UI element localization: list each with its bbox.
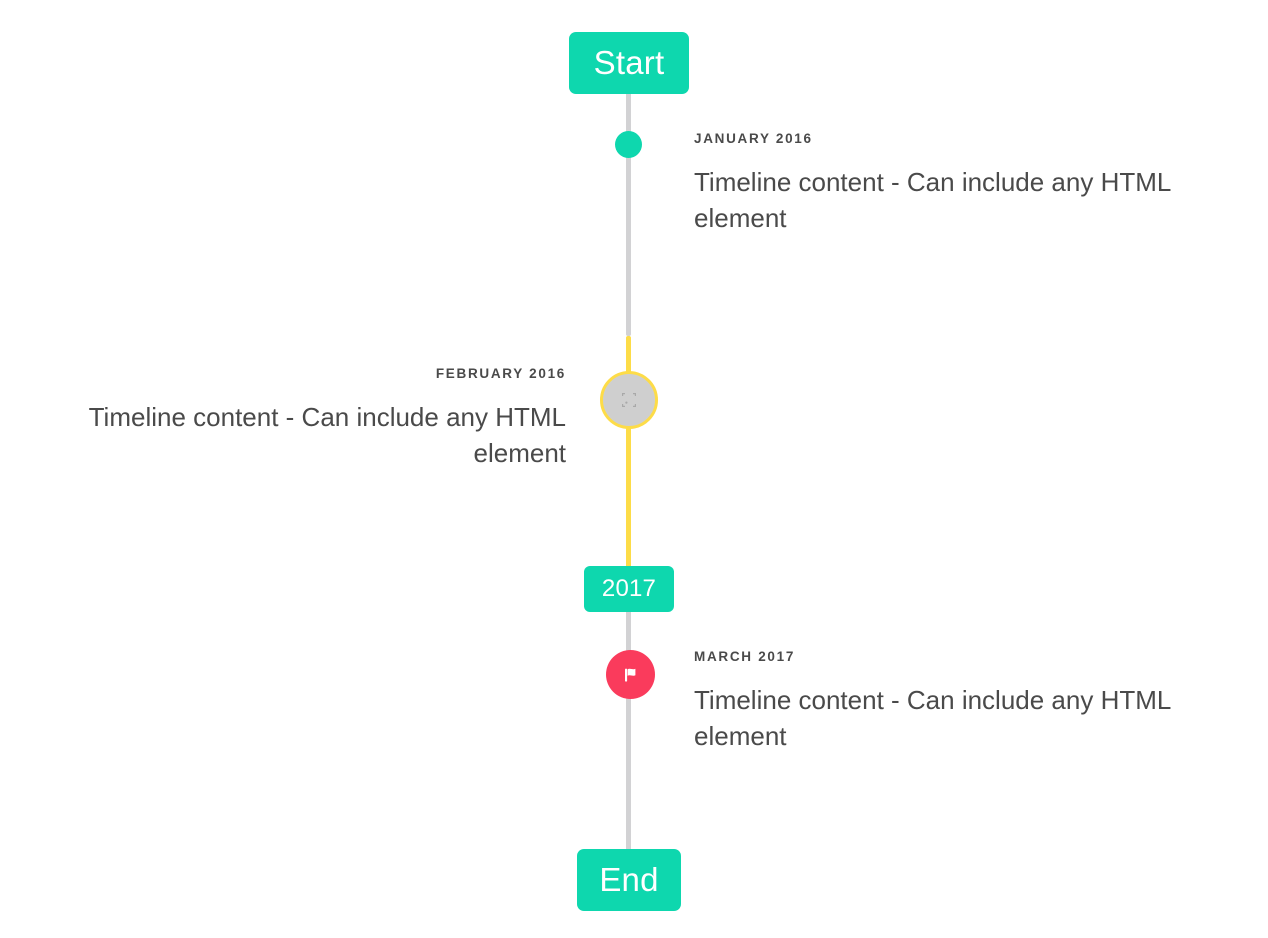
timeline-event-january: JANUARY 2016 Timeline content - Can incl… [694,131,1224,237]
timeline-end-badge[interactable]: End [577,849,681,911]
timeline-start-badge[interactable]: Start [569,32,689,94]
timeline-line-segment-highlighted [626,336,631,568]
timeline-line-segment-top [626,90,631,336]
timeline-line-segment-bottom [626,610,631,854]
timeline-event-march: MARCH 2017 Timeline content - Can includ… [694,649,1224,755]
timeline-event-february: FEBRUARY 2016 Timeline content - Can inc… [40,366,566,472]
timeline-year-divider[interactable]: 2017 [584,566,674,612]
flag-icon [624,668,635,682]
broken-image-icon [622,393,636,407]
timeline-marker-march[interactable] [606,650,655,699]
timeline-event-content: Timeline content - Can include any HTML … [694,685,1171,752]
timeline-marker-dot-january[interactable] [615,131,642,158]
timeline-event-content: Timeline content - Can include any HTML … [88,402,566,469]
timeline-event-date: MARCH 2017 [694,649,796,664]
timeline-event-content: Timeline content - Can include any HTML … [694,167,1171,234]
timeline-event-date: FEBRUARY 2016 [435,366,566,381]
timeline-marker-february[interactable] [600,371,658,429]
timeline-event-date: JANUARY 2016 [694,131,813,146]
